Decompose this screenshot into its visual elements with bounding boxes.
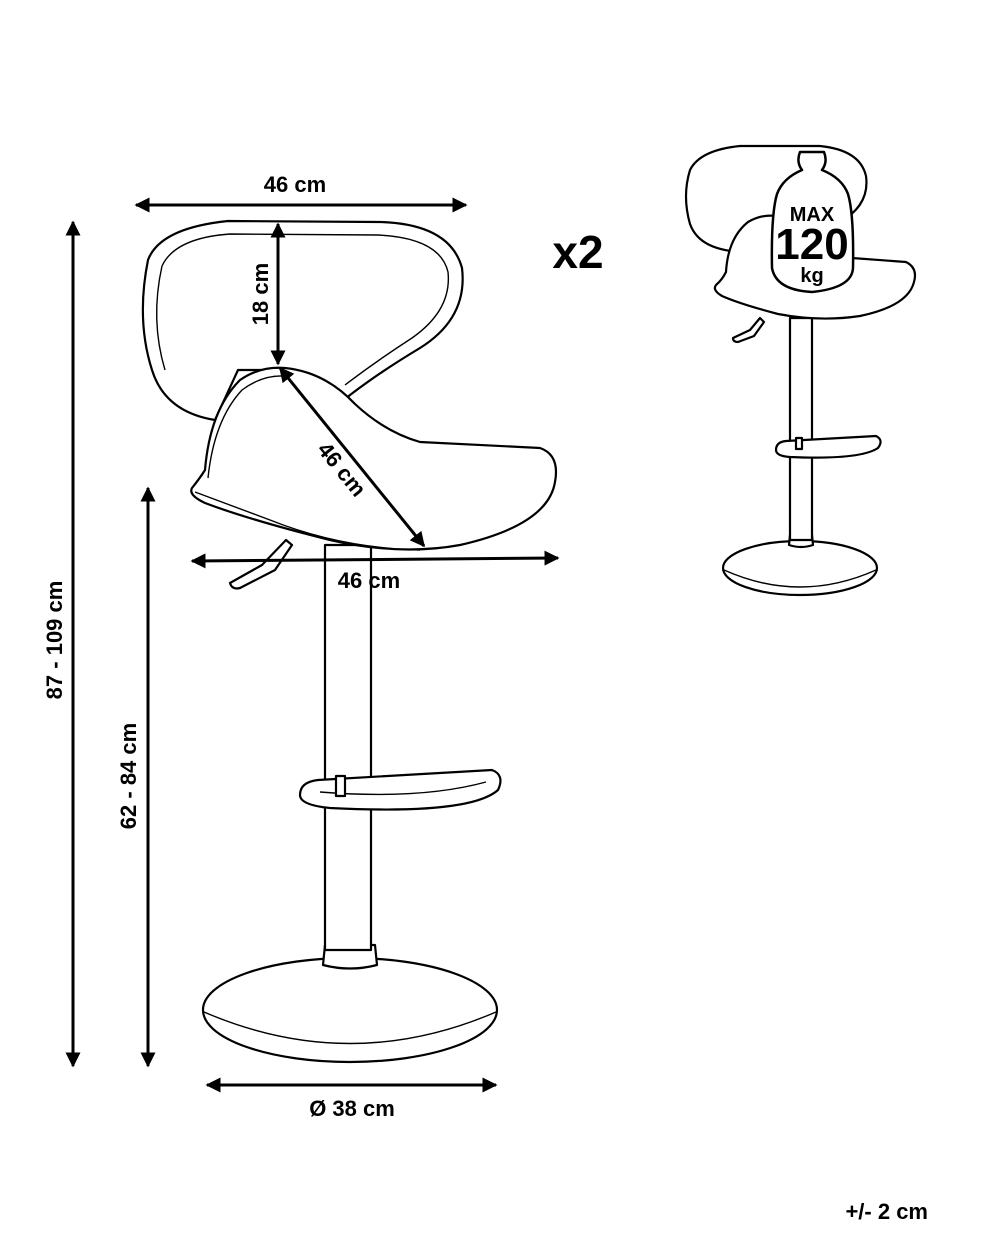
stool-footrest [298,768,502,811]
stool-seat [190,366,558,551]
seat-height-label: 62 - 84 cm [116,723,141,829]
stool-column [323,543,373,952]
tolerance-note: +/- 2 cm [845,1199,928,1224]
total-height-label: 87 - 109 cm [42,581,67,700]
max-load-line2: 120 [775,220,848,269]
quantity-label: x2 [552,226,603,278]
back-width-label: 46 cm [264,172,326,197]
max-load-line3: kg [800,265,823,287]
base-diameter-label: Ø 38 cm [309,1096,395,1121]
stool-base [201,956,499,1064]
seat-width-label: 46 cm [338,568,400,593]
seat-depth-dimension-line [278,366,426,548]
back-height-label: 18 cm [248,263,273,325]
max-load-weight-icon: MAX 120 kg [770,150,855,294]
seat-width-dimension-line [190,550,560,569]
max-load-line1: MAX [790,204,835,226]
stool-height-lever [228,538,294,590]
main-stool-drawing [141,219,558,1064]
